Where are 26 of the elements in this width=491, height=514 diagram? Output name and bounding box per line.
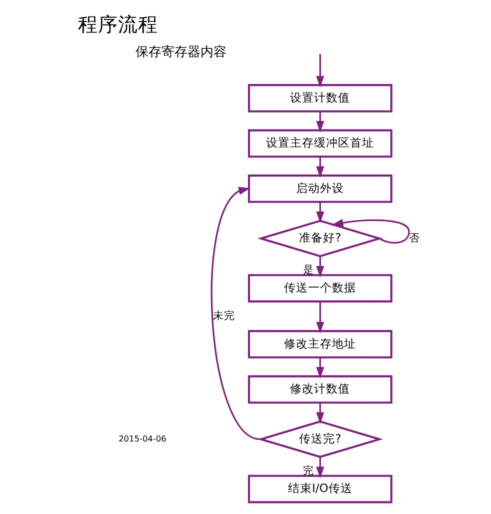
edge-label: 是 [303, 263, 314, 276]
arrow [332, 218, 410, 244]
node-box: 结束I/O传送 [248, 474, 392, 504]
arrow [316, 402, 324, 424]
diagram-title: 程序流程 [78, 12, 158, 36]
node-box: 启动外设 [248, 174, 392, 203]
node-diamond: 传送完? [257, 420, 383, 458]
arrow [316, 111, 324, 133]
node-box: 传送一个数据 [248, 274, 392, 302]
node-box: 修改计数值 [248, 375, 392, 404]
edge-label: 未完 [212, 309, 235, 322]
edge-label: 否 [408, 231, 420, 244]
arrow [316, 202, 324, 224]
node-box: 设置计数值 [248, 84, 392, 112]
arrow [316, 156, 324, 178]
label: 2015-04-06 [118, 433, 166, 444]
arrow [316, 357, 324, 379]
edge-label: 完 [303, 464, 314, 477]
node-box: 修改主存地址 [248, 330, 392, 358]
node-box: 设置主存缓冲区首址 [248, 129, 392, 158]
arrow [316, 302, 324, 334]
arrow [210, 186, 260, 440]
arrow [316, 256, 324, 278]
arrow [316, 457, 324, 478]
arrow [316, 54, 324, 88]
label: 保存寄存器内容 [136, 45, 227, 60]
